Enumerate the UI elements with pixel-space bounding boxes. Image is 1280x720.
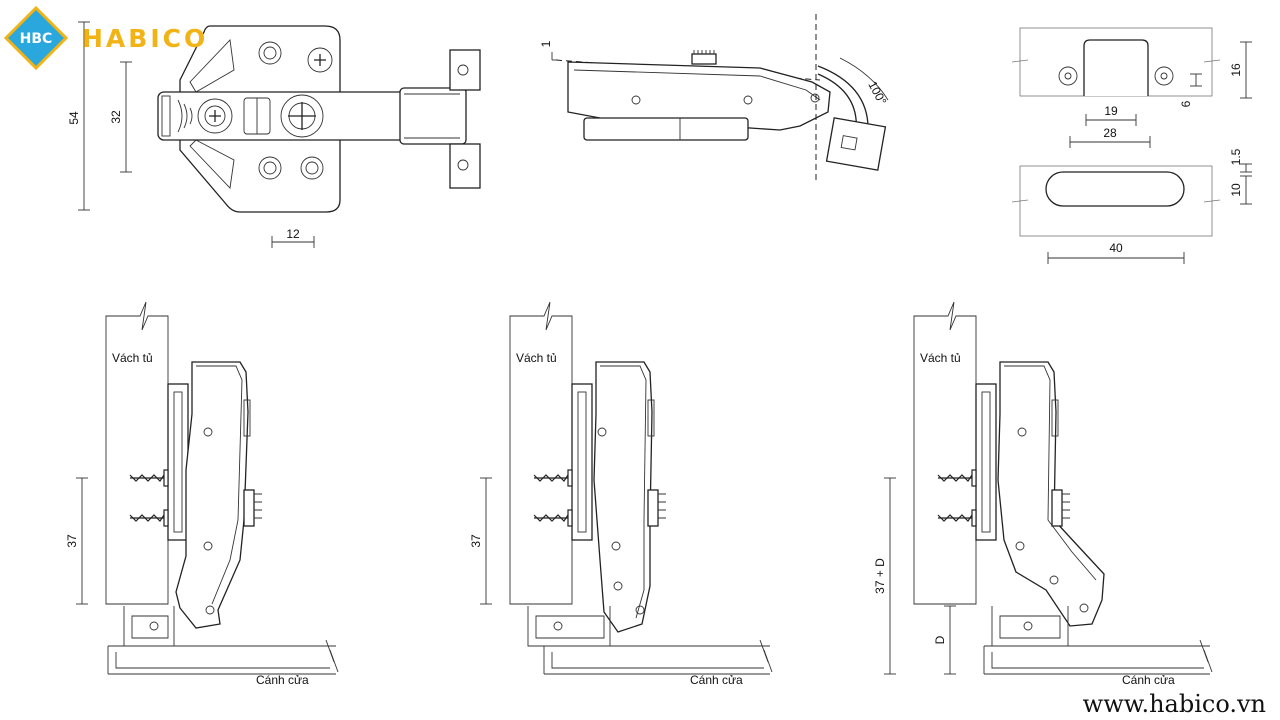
installation-view-2: Vách tủ 37 Cánh cửa xyxy=(469,301,773,687)
dim-37-d-label: 37 + D xyxy=(873,558,887,594)
dim-1-5-label: 1.5 xyxy=(1229,148,1243,165)
dim-16-label: 16 xyxy=(1229,63,1243,77)
dim-37-label-2: 37 xyxy=(469,534,483,548)
cup-view: 40 1.5 10 xyxy=(1011,148,1252,264)
dim-54-label: 54 xyxy=(67,111,81,125)
installation-view-3: Vách tủ 37 + D D Cánh cửa xyxy=(873,301,1213,687)
dim-32-label: 32 xyxy=(109,110,123,124)
dim-12-label: 12 xyxy=(286,227,300,241)
dim-10-label: 10 xyxy=(1229,183,1243,197)
dim-1-label: 1 xyxy=(539,40,553,47)
habico-logo: HBC xyxy=(3,5,69,71)
dim-d-label: D xyxy=(933,635,947,644)
installation-view-1: Vách tủ 37 Cánh cửa xyxy=(65,301,339,687)
wall-label-2: Vách tủ xyxy=(516,351,557,365)
wall-label-1: Vách tủ xyxy=(112,351,153,365)
dim-100-deg-label: 100° xyxy=(865,79,889,108)
dim-28-label: 28 xyxy=(1103,126,1117,140)
dim-6-label: 6 xyxy=(1179,100,1193,107)
website-link[interactable]: www.habico.vn xyxy=(1082,690,1266,718)
wall-label-3: Vách tủ xyxy=(920,351,961,365)
door-label-3: Cánh cửa xyxy=(1122,673,1175,687)
dim-37-label-1: 37 xyxy=(65,534,79,548)
brand-name: HABICO xyxy=(82,24,209,53)
dim-19-label: 19 xyxy=(1104,104,1118,118)
dim-40-label: 40 xyxy=(1109,241,1123,255)
logo-diamond xyxy=(3,5,69,71)
mounting-plate-view: 19 28 16 6 xyxy=(1011,27,1252,148)
hinge-side-view: 1 100° xyxy=(539,14,889,180)
door-label-2: Cánh cửa xyxy=(690,673,743,687)
hinge-plan-view: 54 32 12 xyxy=(67,21,481,248)
logo-mark-text: HBC xyxy=(20,31,53,47)
door-label-1: Cánh cửa xyxy=(256,673,309,687)
